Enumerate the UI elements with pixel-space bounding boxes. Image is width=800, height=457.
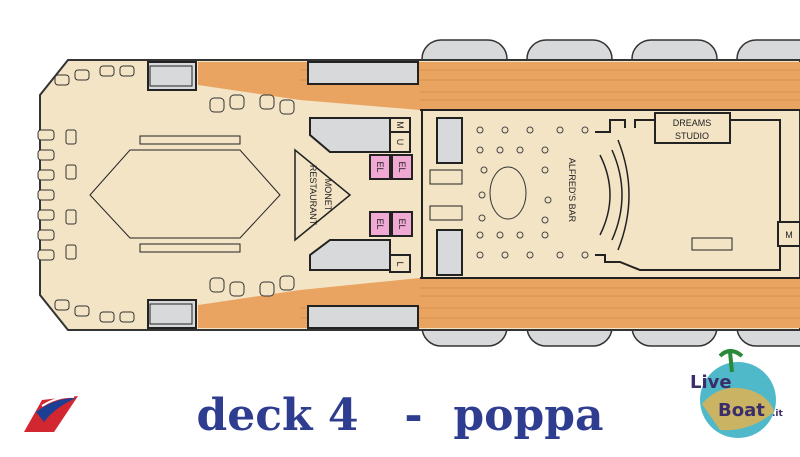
- bar-counter: [489, 166, 527, 220]
- alfreds-bar-label: ALFRED'S BAR: [567, 158, 577, 223]
- elevator-label: EL: [397, 218, 407, 229]
- deck-title: deck 4 - poppa: [196, 390, 604, 441]
- svg-text:.it: .it: [772, 409, 784, 419]
- dreams-studio-label-line1: DREAMS: [673, 118, 712, 128]
- room-l-label: L: [395, 261, 405, 266]
- elevator-label: EL: [397, 161, 407, 172]
- monet-label-line1: MONET: [323, 179, 333, 212]
- restaurant-tables: [37, 65, 295, 323]
- elevator: [391, 154, 413, 180]
- carnival-funnel-logo: [24, 395, 78, 432]
- monet-label-line2: RESTAURANT: [308, 165, 318, 226]
- monet-dining-area: [89, 149, 281, 239]
- dreams-studio-label-line2: STUDIO: [675, 131, 709, 141]
- svg-text:Boat: Boat: [718, 400, 765, 421]
- deck-plan: M U L EL EL EL EL MONET RESTAURANT ALFRE…: [37, 39, 800, 347]
- stage: [599, 139, 630, 251]
- elevator-label: EL: [375, 161, 385, 172]
- elevator: [369, 211, 391, 237]
- room-l: [389, 254, 411, 273]
- svg-text:Live: Live: [690, 372, 732, 393]
- dreams-studio: [654, 112, 731, 144]
- elevator: [369, 154, 391, 180]
- bar-seating: [476, 126, 589, 259]
- room-u-label: U: [395, 139, 405, 146]
- elevator: [391, 211, 413, 237]
- service-areas: [147, 61, 463, 329]
- stairs: [139, 65, 733, 325]
- room-m-label: M: [395, 121, 405, 129]
- room-m-right-label: M: [785, 230, 793, 240]
- room-u: [389, 131, 411, 153]
- elevator-label: EL: [375, 218, 385, 229]
- liveboat-logo: Live Boat .it: [680, 342, 792, 442]
